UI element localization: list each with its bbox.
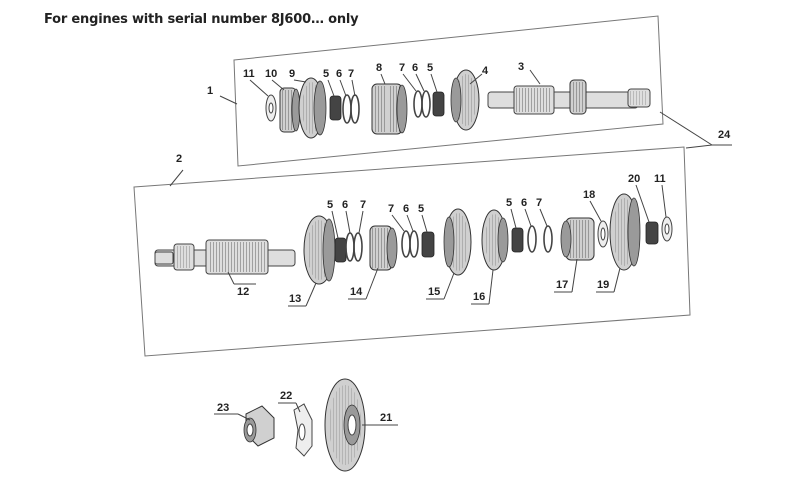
gear-part-16: [481, 209, 509, 271]
needle-bearing-part-5-upper-b: [432, 91, 445, 117]
needle-bearing-part-20: [645, 221, 659, 245]
needle-bearing-part-5-upper-a: [329, 95, 342, 121]
callout-9: 9: [289, 68, 295, 80]
callout-5-upper-b: 5: [427, 62, 433, 74]
gear-part-13: [303, 215, 336, 285]
gear-part-10: [279, 87, 301, 133]
callout-11-lower: 11: [654, 173, 666, 185]
callout-5-lower-a: 5: [327, 199, 333, 211]
callout-22: 22: [280, 390, 292, 402]
callout-16: 16: [473, 291, 485, 303]
callout-7-lower-b: 7: [388, 203, 394, 215]
sprocket-part-21: [324, 378, 366, 472]
gear-part-4: [450, 69, 480, 131]
callout-5-lower-b: 5: [418, 203, 424, 215]
output-shaft-part-12: [154, 239, 296, 275]
needle-bearing-part-5-lower-b: [421, 231, 435, 258]
input-shaft-assembly-frame: [233, 15, 664, 167]
callout-21: 21: [380, 412, 392, 424]
callout-5-upper-a: 5: [323, 68, 329, 80]
washer-part-11-upper: [265, 94, 277, 122]
callout-7-upper-a: 7: [348, 68, 354, 80]
callout-18: 18: [583, 189, 595, 201]
callout-3: 3: [518, 61, 524, 73]
callout-8: 8: [376, 62, 382, 74]
callout-2: 2: [176, 153, 182, 165]
circlip-part-7-lower-a: [353, 232, 363, 262]
callout-13: 13: [289, 293, 301, 305]
callout-6-lower-b: 6: [403, 203, 409, 215]
needle-bearing-part-5-lower-c: [511, 227, 524, 253]
nut-part-23: [243, 405, 275, 447]
circlip-part-7-lower-c: [543, 225, 553, 253]
needle-bearing-part-5-lower-a: [334, 237, 347, 263]
callout-6-lower-a: 6: [342, 199, 348, 211]
shift-gear-part-14: [369, 225, 398, 271]
input-shaft-part-3: [487, 79, 651, 115]
callout-19: 19: [597, 279, 609, 291]
leader-3: [529, 69, 541, 85]
washer-part-18: [597, 220, 609, 248]
thrust-washer-part-6-upper-b: [421, 90, 431, 118]
callout-1: 1: [207, 85, 213, 97]
lock-washer-part-22: [293, 403, 313, 457]
double-gear-part-8: [371, 83, 408, 135]
gear-part-15: [443, 208, 472, 276]
thrust-washer-part-6-lower-c: [527, 225, 537, 253]
callout-14: 14: [350, 286, 363, 298]
callout-6-upper-b: 6: [412, 62, 418, 74]
diagram-heading: For engines with serial number 8J600… on…: [44, 12, 359, 27]
callout-7-upper-b: 7: [399, 62, 405, 74]
callout-7-lower-c: 7: [536, 197, 542, 209]
callouts: 1 2 3 4 5 6 7 8 9 10 11 7 6 5 5 6 7: [169, 61, 732, 426]
gear-part-9: [298, 77, 327, 139]
callout-7-lower-a: 7: [360, 199, 366, 211]
callout-20: 20: [628, 173, 640, 185]
callout-4: 4: [482, 65, 489, 77]
callout-24: 24: [718, 129, 731, 141]
callout-6-upper-a: 6: [336, 68, 342, 80]
leader-2: [169, 169, 184, 187]
leader-1: [219, 95, 238, 105]
dog-gear-part-17: [560, 217, 595, 261]
gear-part-19: [609, 193, 641, 271]
thrust-washer-part-6-lower-b: [409, 230, 419, 258]
callout-11-upper: 11: [243, 68, 255, 80]
callout-23: 23: [217, 402, 229, 414]
washer-part-11-lower: [661, 216, 673, 242]
callout-10: 10: [265, 68, 277, 80]
callout-5-lower-c: 5: [506, 197, 512, 209]
output-shaft-assembly-frame: [133, 146, 691, 357]
callout-15: 15: [428, 286, 440, 298]
leader-4: [469, 73, 483, 85]
callout-12: 12: [237, 286, 249, 298]
callout-17: 17: [556, 279, 568, 291]
callout-6-lower-c: 6: [521, 197, 527, 209]
